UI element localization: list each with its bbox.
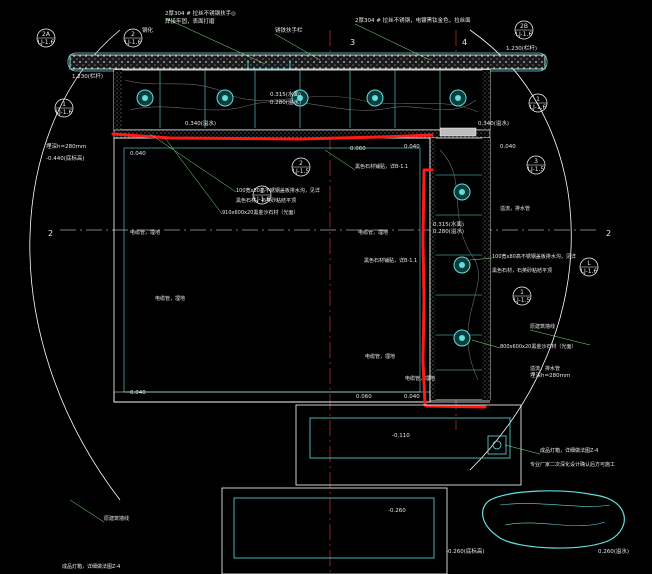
svg-text:4: 4: [462, 38, 467, 47]
svg-text:钢化: 钢化: [142, 26, 154, 34]
svg-text:910x600x20黑金沙石材（光面）: 910x600x20黑金沙石材（光面）: [222, 209, 298, 216]
red-markup: [111, 132, 487, 409]
section-marker: 3 LJ-1.5: [526, 155, 546, 175]
svg-text:100宽x80高不锈钢盖板排水沟，见详: 100宽x80高不锈钢盖板排水沟，见详: [492, 253, 576, 260]
grid-labels: 3 4 2 2: [48, 38, 611, 238]
section-markers: 2A LJ-1.6 2 LJ-1.6 1 LJ-1.6 1 LJ-1.6 2 L…: [36, 20, 599, 306]
svg-text:黑色石材铺贴，详B-1.1: 黑色石材铺贴，详B-1.1: [355, 163, 408, 170]
top-annotations: 2厚304 # 拉丝不锈钢扶手◎ 焊接牢固，表面打磨 2厚304 # 拉丝不锈钢…: [142, 9, 471, 34]
svg-text:-0.110: -0.110: [392, 433, 410, 439]
svg-text:电缆管，埋地: 电缆管，埋地: [130, 229, 160, 236]
svg-text:1.230(栏杆): 1.230(栏杆): [72, 72, 103, 80]
svg-text:2厚304 # 拉丝不锈钢，电镀黑钛金色，拉丝面: 2厚304 # 拉丝不锈钢，电镀黑钛金色，拉丝面: [355, 16, 471, 24]
svg-text:LJ-1.6: LJ-1.6: [125, 39, 142, 46]
svg-text:800x600x20黑金沙石材（光面）: 800x600x20黑金沙石材（光面）: [500, 343, 576, 350]
svg-text:溢流，排水管: 溢流，排水管: [530, 365, 560, 372]
svg-text:0.040: 0.040: [130, 390, 146, 396]
svg-text:1: 1: [260, 188, 264, 195]
svg-text:0.280(溢水): 0.280(溢水): [433, 227, 464, 235]
svg-text:2: 2: [48, 229, 53, 238]
svg-text:溢流，排水管: 溢流，排水管: [500, 205, 530, 212]
svg-text:0.315(水面): 0.315(水面): [270, 90, 301, 98]
svg-text:0.260(溢水): 0.260(溢水): [598, 547, 629, 555]
section-marker: 1 LJ-1.5: [512, 286, 532, 306]
svg-text:1: 1: [520, 289, 524, 296]
svg-text:L: L: [587, 260, 591, 267]
section-marker: 2 LJ-1.6: [123, 28, 143, 48]
svg-text:电缆管，埋地: 电缆管，埋地: [358, 229, 388, 236]
svg-text:0.060: 0.060: [350, 146, 366, 152]
svg-text:成品灯箱，详细做法图Z-4: 成品灯箱，详细做法图Z-4: [62, 563, 120, 570]
svg-text:电缆管，埋地: 电缆管，埋地: [365, 353, 395, 360]
pool-lights-upper: [136, 89, 467, 107]
svg-text:黑色石材，石英砂粘结平顶: 黑色石材，石英砂粘结平顶: [492, 267, 552, 274]
pool-lights-right: [453, 183, 471, 347]
section-marker: L LJ-1.6: [579, 257, 599, 277]
svg-text:LJ-1.6: LJ-1.6: [581, 268, 598, 275]
svg-text:3: 3: [350, 38, 355, 47]
svg-text:LJ-1.5: LJ-1.5: [528, 166, 545, 173]
svg-text:0.040: 0.040: [500, 144, 516, 150]
section-marker: 1 LJ-1.6: [54, 98, 74, 118]
svg-text:黑色石材铺贴，详B-1.1: 黑色石材铺贴，详B-1.1: [364, 257, 417, 264]
svg-text:0.040: 0.040: [404, 394, 420, 400]
svg-text:2: 2: [606, 229, 611, 238]
section-marker: 2 LJ-1.5: [291, 157, 311, 177]
svg-text:埋深h=280mm: 埋深h=280mm: [530, 371, 570, 379]
svg-text:0.315(水面): 0.315(水面): [433, 220, 464, 228]
svg-text:LJ-1.6: LJ-1.6: [516, 31, 533, 38]
svg-text:专业厂家二次深化设计确认后方可施工: 专业厂家二次深化设计确认后方可施工: [530, 461, 615, 468]
svg-text:-0.260(底标高): -0.260(底标高): [446, 547, 485, 555]
svg-text:电缆管，埋地: 电缆管，埋地: [155, 295, 185, 302]
svg-text:-0.440(底标高): -0.440(底标高): [46, 154, 85, 162]
svg-text:LJ-1.6: LJ-1.6: [56, 109, 73, 116]
main-pool: [113, 137, 490, 403]
svg-text:0.340(溢水): 0.340(溢水): [478, 119, 509, 127]
drawing-notes: 100宽x80高不锈钢盖板排水沟，见详 黑色石材，石英砂粘结平顶 910x600…: [62, 163, 615, 570]
building-outline-arcs: [29, 29, 572, 501]
landscape-stone: [482, 490, 625, 549]
svg-text:0.060: 0.060: [356, 394, 372, 400]
svg-text:LJ-1.6: LJ-1.6: [38, 39, 55, 46]
section-marker: 2A LJ-1.6: [36, 28, 56, 48]
svg-text:2B: 2B: [520, 23, 528, 30]
svg-text:电缆管，埋地: 电缆管，埋地: [405, 375, 435, 382]
svg-text:埋深h=280mm: 埋深h=280mm: [46, 142, 86, 150]
svg-text:2A: 2A: [42, 31, 51, 38]
svg-text:1.230(栏杆): 1.230(栏杆): [506, 44, 537, 52]
svg-text:0.340(溢水): 0.340(溢水): [185, 119, 216, 127]
section-marker: 1 LJ-1.6: [528, 93, 548, 113]
right-channel: [429, 137, 491, 401]
svg-text:LJ-1.6: LJ-1.6: [254, 196, 271, 203]
svg-text:-0.260: -0.260: [388, 508, 406, 514]
svg-text:LJ-1.6: LJ-1.6: [530, 104, 547, 111]
svg-text:3: 3: [534, 158, 538, 165]
svg-text:LJ-1.5: LJ-1.5: [514, 297, 531, 304]
upper-pool: [113, 69, 491, 131]
svg-text:0.280(溢水): 0.280(溢水): [270, 98, 301, 106]
section-marker: 1 LJ-1.6: [252, 185, 272, 205]
svg-text:1: 1: [536, 96, 540, 103]
svg-text:原建筑墙线: 原建筑墙线: [104, 515, 129, 522]
svg-text:1: 1: [62, 101, 66, 108]
svg-text:LJ-1.5: LJ-1.5: [293, 168, 310, 175]
svg-text:100宽x80高不锈钢盖板排水沟，见详: 100宽x80高不锈钢盖板排水沟，见详: [236, 187, 320, 194]
svg-text:黑色石材，石英砂粘结平顶: 黑色石材，石英砂粘结平顶: [236, 197, 296, 204]
svg-text:原建筑墙线: 原建筑墙线: [530, 323, 555, 330]
svg-text:2: 2: [131, 31, 135, 38]
lower-structures: [221, 404, 522, 574]
svg-text:2: 2: [299, 160, 303, 167]
svg-text:焊接牢固，表面打磨: 焊接牢固，表面打磨: [165, 17, 215, 25]
svg-text:0.040: 0.040: [130, 151, 146, 157]
elevation-labels: 1.230(栏杆) 1.230(栏杆) 0.315(水面) 0.280(溢水) …: [46, 44, 629, 555]
svg-text:成品灯箱，详细做法图Z-4: 成品灯箱，详细做法图Z-4: [540, 447, 598, 454]
svg-text:0.040: 0.040: [404, 144, 420, 150]
section-marker: 2B LJ-1.6: [514, 20, 534, 40]
leader-lines: [69, 17, 591, 523]
svg-text:2厚304 # 拉丝不锈钢扶手◎: 2厚304 # 拉丝不锈钢扶手◎: [165, 9, 236, 17]
svg-text:锈铁扶手栏: 锈铁扶手栏: [275, 26, 303, 34]
